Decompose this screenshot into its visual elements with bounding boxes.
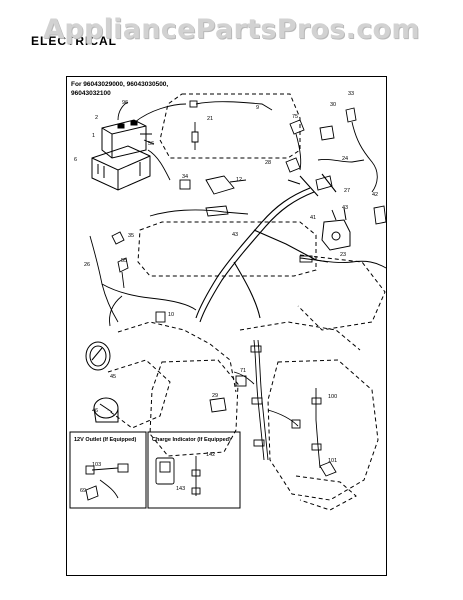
part-label: 45 [110,374,116,380]
inset-title-outlet: 12V Outlet (If Equipped) [74,437,137,443]
part-label: 6 [74,157,77,163]
part-label: 43 [232,232,238,238]
part-label: 35 [128,233,134,239]
gauge [85,341,111,371]
main-harness [195,173,337,323]
part-label: 24 [342,156,348,162]
light-switch [93,397,119,423]
part-label: 143 [176,486,185,492]
part-label: 43 [342,205,348,211]
part-label: 96 [122,100,128,106]
battery-box [91,145,151,191]
part-labels: 96 2 1 56 6 9 21 75 30 33 28 24 34 12 27… [74,91,378,494]
part-label: 142 [206,452,215,458]
part-label: 10 [168,312,174,318]
part-label: 55 [121,258,127,264]
solenoid [321,207,351,251]
model-header-line: For 96043029000, 96043030500, [71,81,169,88]
part-label: 100 [328,394,337,400]
part-label: 12 [236,177,242,183]
part-label: 26 [84,262,90,268]
part-label: 27 [344,188,350,194]
part-label: 1 [92,133,95,139]
inset-frames [69,431,241,509]
part-label: 21 [207,116,213,122]
model-header: For 96043029000, 96043030500, 9604303210… [71,80,168,98]
battery [101,119,147,159]
part-label: 9 [256,105,259,111]
part-label: 103 [92,462,101,468]
part-label: 75 [292,114,298,120]
part-label: 46 [92,408,98,414]
section-title: ELECTRICAL [31,34,117,48]
part-label: 29 [212,393,218,399]
part-label: 41 [310,215,316,221]
part-label: 42 [372,192,378,198]
tractor-outline [107,93,386,511]
part-label: 56 [148,141,154,147]
part-label: 71 [240,368,246,374]
inset-title-charge: Charge Indicator (If Equipped) [152,437,231,443]
part-label: 33 [348,91,354,97]
part-label: 28 [265,160,271,166]
part-label: 30 [330,102,336,108]
part-label: 101 [328,458,337,464]
part-label: 69 [80,488,86,494]
model-header-line: 96043032100 [71,90,111,97]
part-label: 2 [95,115,98,121]
part-label: 34 [182,174,188,180]
diagram-frame [66,76,387,576]
part-label: 23 [340,252,346,258]
